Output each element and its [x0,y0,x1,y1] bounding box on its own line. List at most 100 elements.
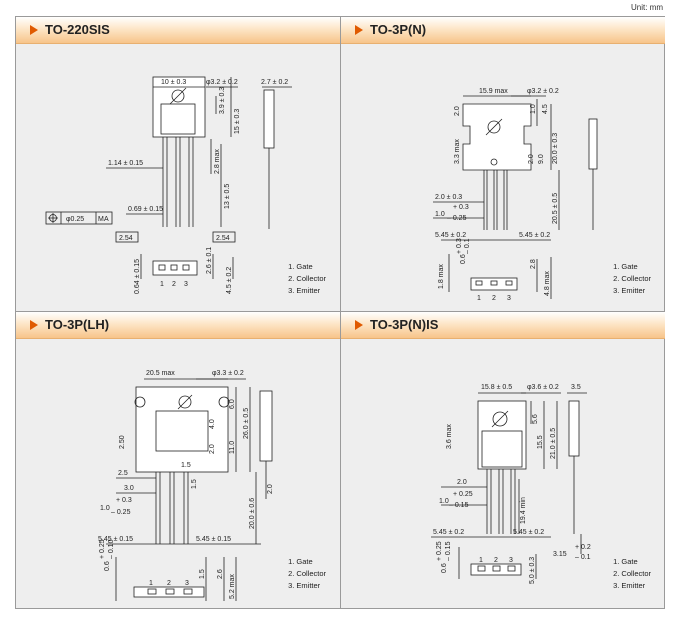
dim-v3: 4.0 [209,419,216,429]
dim-b1b: 0.6 [441,563,448,573]
pin-legend: 1. Gate 2. Collector 3. Emitter [613,261,651,297]
pin-3: 3 [184,281,188,288]
dim-l1: 2.0 [457,479,467,486]
pin-2: 2 [167,580,171,587]
dim-b4: 4.8 max [544,271,551,296]
dim-v6: 2.50 [119,435,126,449]
dim-v10: 2.0 [267,484,274,494]
dim-v2: 15 ± 0.3 [234,109,241,134]
arrow-icon [30,320,38,330]
tol-box: φ0.25 [66,216,84,223]
dim-l2: 3.0 [124,485,134,492]
legend-gate: 1. Gate [288,557,313,566]
dim-top-width: 10 ± 0.3 [161,79,186,86]
dim-b2: 5.0 ± 0.3 [529,557,536,584]
dim-top-width: 20.5 max [146,370,175,377]
dim-l2c: – 0.25 [447,215,467,222]
dim-b2b: 0.6 [460,254,467,264]
dim-b1b: 0.6 [104,561,111,571]
dim-b1: 1.8 max [438,264,445,289]
pin-3: 3 [185,580,189,587]
vertical-divider [340,17,341,608]
dim-l2a: + 0.3 [453,204,469,211]
arrow-icon [355,320,363,330]
unit-label: Unit: mm [631,3,663,12]
dim-b4: 5.2 max [229,574,236,599]
panel-title: TO-3P(LH) [45,317,110,332]
dim-top-width: 15.8 ± 0.5 [481,384,512,391]
dim-pitch-1: 5.45 ± 0.2 [433,529,464,536]
pin-3: 3 [509,557,513,564]
dim-v3: 15.5 [537,435,544,449]
dim-v2: 5.6 [532,414,539,424]
dim-pitch-1: 5.45 ± 0.15 [98,536,133,543]
legend-emitter: 3. Emitter [613,286,646,295]
dim-pitch-2: 2.54 [216,235,230,242]
dim-v5: 2.0 [209,444,216,454]
dim-lead-t: 0.69 ± 0.15 [128,206,163,213]
legend-emitter: 3. Emitter [288,286,321,295]
dim-b1c: – 0.15 [445,541,452,561]
pin-1: 1 [160,281,164,288]
dim-v1: 2.0 [454,106,461,116]
panel-to3pnis: TO-3P(N)IS [341,312,665,606]
to3pn-drawing: 15.9 max φ3.2 ± 0.2 2.0 1.0 4.5 3.3 max … [433,88,598,302]
panel-to3plh: TO-3P(LH) [16,312,340,606]
to3pnis-drawing: 15.8 ± 0.5 φ3.6 ± 0.2 3.5 3.6 max 5.6 15… [431,384,591,584]
panel-title: TO-3P(N)IS [370,317,439,332]
dim-v3: 4.5 [542,104,549,114]
dim-lead-w: 1.14 ± 0.15 [108,160,143,167]
pin-1: 1 [477,295,481,302]
panel-to3pn: TO-3P(N) [341,17,665,311]
pin-3: 3 [507,295,511,302]
dim-pitch-1: 5.45 ± 0.2 [435,232,466,239]
panel-to220sis: TO-220SIS [16,17,340,311]
dim-l3a: + 0.3 [116,497,132,504]
dim-b2a: + 0.3 [456,238,463,254]
panel-title: TO-220SIS [45,22,110,37]
dim-b1a: + 0.25 [99,539,106,559]
legend-emitter: 3. Emitter [288,581,321,590]
package-grid: TO-220SIS [15,16,665,609]
dim-v1: 3.6 max [446,424,453,449]
legend-collector: 2. Collector [288,569,326,578]
dim-v7: 20.0 ± 0.3 [552,133,559,164]
dim-pitch-2: 5.45 ± 0.2 [513,529,544,536]
dim-v1: 6.0 [229,399,236,409]
dim-l3c: – 0.25 [111,509,131,516]
dim-b3: 2.8 [530,259,537,269]
dim-pitch-2: 5.45 ± 0.15 [196,536,231,543]
panel-header: TO-220SIS [16,17,340,44]
to3plh-drawing: 20.5 max φ3.3 ± 0.2 6.0 26.0 ± 0.5 4.0 1… [98,370,274,601]
dim-v4: 11.0 [229,441,236,454]
dim-b2c: – 0.1 [464,238,471,254]
dim-b1c: – 0.10 [108,539,115,559]
dim-side-thk: 3.5 [571,384,581,391]
pin-2: 2 [494,557,498,564]
dim-l2a: + 0.25 [453,491,473,498]
dim-b2: 1.5 [199,569,206,579]
dim-v4: 3.3 max [454,139,461,164]
dim-v4: 13 ± 0.5 [224,184,231,209]
dim-v8: 1.5 [191,479,198,489]
pin-legend: 1. Gate 2. Collector 3. Emitter [288,556,326,592]
dim-l2b: 1.0 [439,498,449,505]
dim-v5: 2.0 [528,154,535,164]
dim-b3: 4.5 ± 0.2 [226,267,233,294]
pin-2: 2 [492,295,496,302]
legend-gate: 1. Gate [613,262,638,271]
dim-v3: 2.8 max [214,149,221,174]
legend-collector: 2. Collector [288,274,326,283]
pin-1: 1 [479,557,483,564]
panel-title: TO-3P(N) [370,22,427,37]
dim-side-l-a: + 0.2 [575,544,591,551]
dim-b1: 0.64 ± 0.15 [134,259,141,294]
dim-hole: φ3.6 ± 0.2 [527,384,559,391]
to220sis-drawing: 10 ± 0.3 φ3.2 ± 0.2 2.7 ± 0.2 3.9 ± 0.3 … [45,76,292,294]
legend-collector: 2. Collector [613,274,651,283]
dim-b2: 2.6 ± 0.1 [206,247,213,274]
legend-emitter: 3. Emitter [613,581,646,590]
dim-side-l-c: – 0.1 [575,554,591,561]
dim-l1: 2.5 [118,470,128,477]
dim-b3: 2.6 [217,569,224,579]
